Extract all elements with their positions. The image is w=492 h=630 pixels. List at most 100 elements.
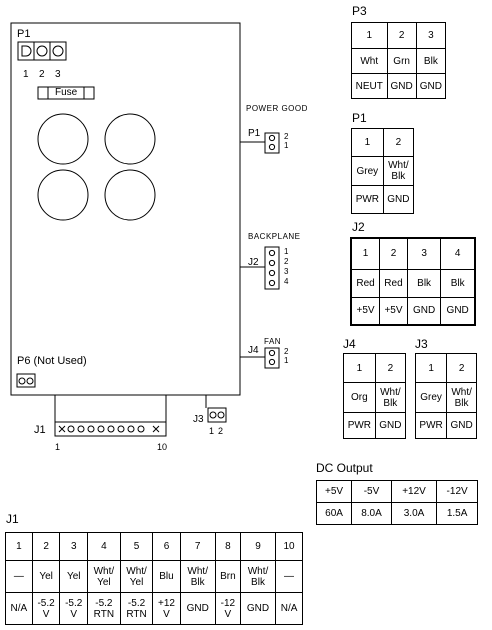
- dc-output-current-cell: 8.0A: [351, 502, 392, 525]
- p1-color-cell: Grey: [351, 156, 384, 186]
- dc-output-table: +5V -5V +12V -12V 60A 8.0A 3.0A 1.5A: [315, 480, 478, 525]
- j1-header-cell: 8: [214, 532, 241, 561]
- j1-signal-cell: N/A: [5, 592, 33, 625]
- j3-pinout-table: 1 2 Grey Wht/ Blk PWR GND: [414, 353, 477, 439]
- fuse: [37, 86, 95, 100]
- p1-pin-2: 2: [39, 69, 45, 80]
- j4-pinout-table: 1 2 Org Wht/ Blk PWR GND: [343, 353, 407, 439]
- j1-signal-cell: -5.2 RTN: [119, 592, 154, 625]
- backplane-pin-1: 1: [284, 247, 289, 256]
- p1-table-title: P1: [352, 111, 367, 125]
- j1-header-cell: 9: [239, 532, 277, 561]
- backplane-pin-2: 2: [284, 257, 289, 266]
- j1-color-cell: Yel: [59, 560, 89, 593]
- dc-output-title: DC Output: [316, 461, 373, 475]
- dc-output-voltage-cell: +5V: [315, 480, 353, 503]
- j2-color-cell: Blk: [440, 268, 476, 298]
- p1-pin-1: 1: [23, 69, 29, 80]
- p3-header-cell: 2: [386, 22, 417, 49]
- j1-color-cell: Blu: [152, 560, 181, 593]
- j2-header-cell: 4: [440, 237, 476, 270]
- j3-pin-1: 1: [209, 426, 215, 436]
- dc-output-voltage-cell: -12V: [436, 480, 478, 503]
- dc-output-current-cell: 3.0A: [390, 502, 438, 525]
- j1-signal-cell: GND: [239, 592, 277, 625]
- j2-signal-cell: GND: [440, 296, 476, 326]
- j1-color-cell: Wht/ Yel: [87, 560, 121, 593]
- j1-color-cell: —: [275, 560, 303, 593]
- j1-pinout-table: 1 2 3 4 5 6 7 8 9 10 — Yel Yel Wht/ Yel …: [5, 532, 303, 625]
- j1-header-cell: 1: [5, 532, 33, 561]
- j1-signal-cell: -12 V: [214, 592, 241, 625]
- dc-output-voltage-cell: -5V: [351, 480, 392, 503]
- p3-color-cell: Wht: [351, 48, 388, 74]
- j1-pin-last: 10: [157, 442, 168, 452]
- dc-output-current-cell: 60A: [315, 502, 353, 525]
- fan-pin-2: 2: [284, 347, 289, 356]
- p6-connector: [16, 373, 36, 388]
- fan-label: J4: [248, 345, 259, 356]
- j1-signal-cell: -5.2 RTN: [87, 592, 121, 625]
- j4-table-title: J4: [343, 337, 356, 351]
- j2-header-cell: 3: [406, 237, 442, 270]
- p3-pinout-table: 1 2 3 Wht Grn Blk NEUT GND GND: [351, 22, 447, 99]
- p3-signal-cell: NEUT: [351, 73, 388, 99]
- capacitor-3: [37, 169, 89, 221]
- j2-signal-cell: +5V: [379, 296, 408, 326]
- j1-header-cell: 3: [59, 532, 89, 561]
- dc-output-voltage-cell: +12V: [390, 480, 438, 503]
- p1-signal-cell: GND: [382, 185, 415, 214]
- j3-header-cell: 2: [446, 353, 477, 383]
- capacitor-1: [37, 113, 89, 165]
- p1-pin-3: 3: [55, 69, 61, 80]
- j1-connector: [54, 394, 167, 437]
- j1-signal-cell: -5.2 V: [59, 592, 89, 625]
- j2-header-cell: 1: [350, 237, 381, 270]
- capacitor-2: [104, 113, 156, 165]
- j1-table-title: J1: [6, 512, 19, 526]
- j2-signal-cell: GND: [406, 296, 442, 326]
- j1-color-cell: Brn: [214, 560, 241, 593]
- power-good-label: P1: [248, 128, 261, 139]
- p1-signal-cell: PWR: [351, 185, 384, 214]
- j2-color-cell: Red: [379, 268, 408, 298]
- power-good-connector: [240, 132, 280, 154]
- backplane-title: BACKPLANE: [248, 232, 301, 241]
- j1-header-cell: 6: [152, 532, 181, 561]
- j1-color-cell: Wht/ Blk: [239, 560, 277, 593]
- j1-signal-cell: GND: [179, 592, 216, 625]
- j3-signal-cell: PWR: [414, 412, 448, 439]
- p3-table-title: P3: [352, 4, 367, 18]
- p6-label: P6 (Not Used): [17, 355, 87, 367]
- j1-connector-label: J1: [34, 424, 46, 436]
- fuse-label: Fuse: [55, 87, 78, 98]
- j4-header-cell: 1: [343, 353, 376, 383]
- j3-signal-cell: GND: [446, 412, 477, 439]
- capacitor-4: [104, 169, 156, 221]
- backplane-label: J2: [248, 257, 259, 268]
- j1-header-cell: 4: [87, 532, 121, 561]
- j3-color-cell: Grey: [414, 382, 448, 413]
- backplane-pin-4: 4: [284, 277, 289, 286]
- j3-header-cell: 1: [414, 353, 448, 383]
- power-good-pin-1: 1: [284, 141, 289, 150]
- j1-header-cell: 2: [31, 532, 61, 561]
- j1-color-cell: Yel: [31, 560, 61, 593]
- p3-header-cell: 1: [351, 22, 388, 49]
- fan-title: FAN: [264, 337, 282, 346]
- j3-color-cell: Wht/ Blk: [446, 382, 477, 413]
- fan-connector: [240, 347, 280, 369]
- j1-color-cell: Wht/ Yel: [119, 560, 154, 593]
- j4-color-cell: Org: [343, 382, 376, 413]
- j2-table-title: J2: [352, 220, 365, 234]
- p1-color-cell: Wht/ Blk: [382, 156, 415, 186]
- p1-header-cell: 1: [351, 128, 384, 157]
- j4-signal-cell: GND: [374, 412, 407, 439]
- j1-header-cell: 5: [119, 532, 154, 561]
- j2-signal-cell: +5V: [350, 296, 381, 326]
- j4-header-cell: 2: [374, 353, 407, 383]
- j3-table-title: J3: [415, 337, 428, 351]
- j1-signal-cell: +12 V: [152, 592, 181, 625]
- j1-header-cell: 7: [179, 532, 216, 561]
